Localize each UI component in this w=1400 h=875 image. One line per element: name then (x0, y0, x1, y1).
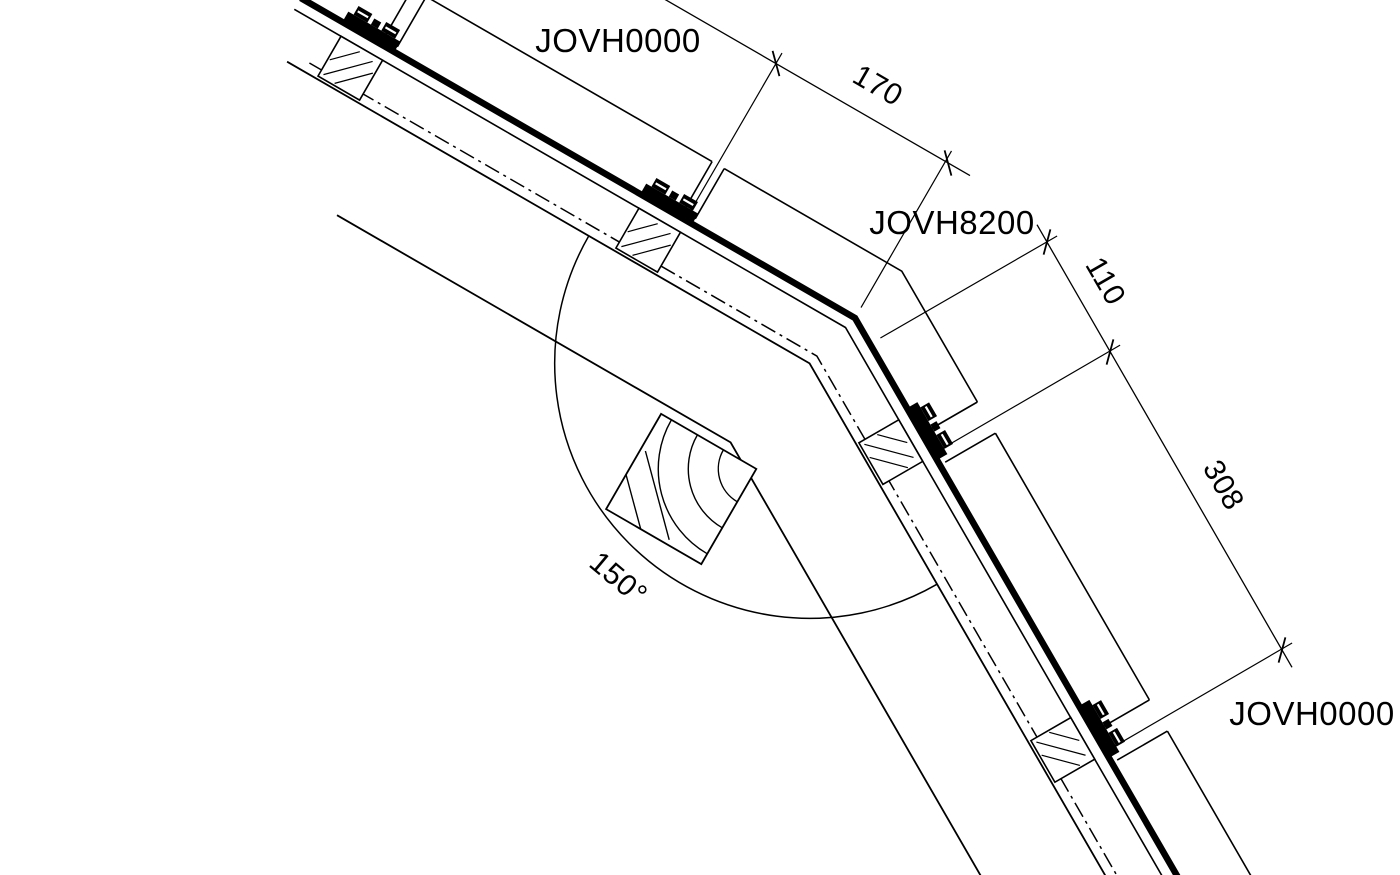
purlin-outline (604, 412, 758, 566)
board-top-edge (286, 60, 1107, 875)
dim-tick (1277, 637, 1287, 663)
panel-outline-last (1116, 730, 1252, 875)
extension-line-bend-upper (860, 150, 953, 308)
dim-tick (1105, 339, 1115, 365)
dimension-system (664, 0, 1293, 747)
dim-tick (1042, 229, 1052, 255)
label-bottom-panel: JOVH0000 (1229, 695, 1394, 732)
label-ridge-flashing: JOVH8200 (869, 204, 1034, 241)
dimension-line-lower (1036, 224, 1293, 668)
label-top-panel: JOVH0000 (535, 22, 700, 59)
board-bottom-edge (336, 214, 982, 875)
extension-line-joint-a (688, 52, 783, 214)
dim-tick (943, 150, 953, 176)
extension-line-joint-b (943, 344, 1121, 449)
purlin-cross-section (604, 412, 758, 566)
dim-tick (771, 50, 781, 77)
extension-line-joint-c (1115, 642, 1293, 747)
sheet-under-edge (293, 8, 1163, 875)
underlay-membrane-line (309, 62, 1118, 875)
wood-grain-arc-2 (687, 434, 723, 529)
seam-sheet-line (299, 0, 1181, 875)
wood-grain-arc-1 (717, 449, 738, 503)
angle-arc (553, 235, 938, 620)
dimension-line-upper (664, 0, 971, 177)
wood-grain-arc-3 (657, 419, 708, 555)
wood-grain-lines (625, 450, 670, 540)
extension-line-bend-lower (880, 235, 1058, 339)
